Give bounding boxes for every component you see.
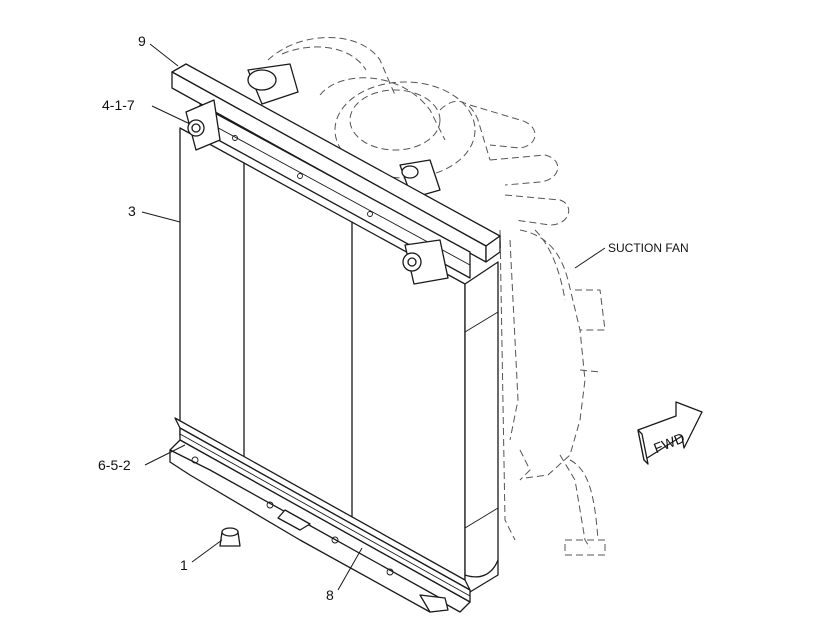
callout-1: 1: [180, 557, 188, 573]
callout-3: 3: [128, 203, 136, 219]
leader-lines: [141, 43, 606, 591]
callout-9: 9: [138, 33, 146, 49]
callout-8: 8: [326, 587, 334, 603]
callout-suction-fan: SUCTION FAN: [608, 241, 689, 255]
callout-4-1-7: 4-1-7: [102, 97, 135, 113]
callout-labels: 9 4-1-7 3 6-5-2 1 8 SUCTION FAN: [98, 33, 689, 603]
callout-6-5-2: 6-5-2: [98, 457, 131, 473]
bottom-support-angle: [169, 417, 471, 613]
top-mounting-bar: [171, 63, 501, 279]
bottom-mounting-plate: [169, 449, 449, 613]
fwd-arrow-icon: FWD: [637, 401, 703, 465]
upper-brackets: [185, 99, 449, 285]
